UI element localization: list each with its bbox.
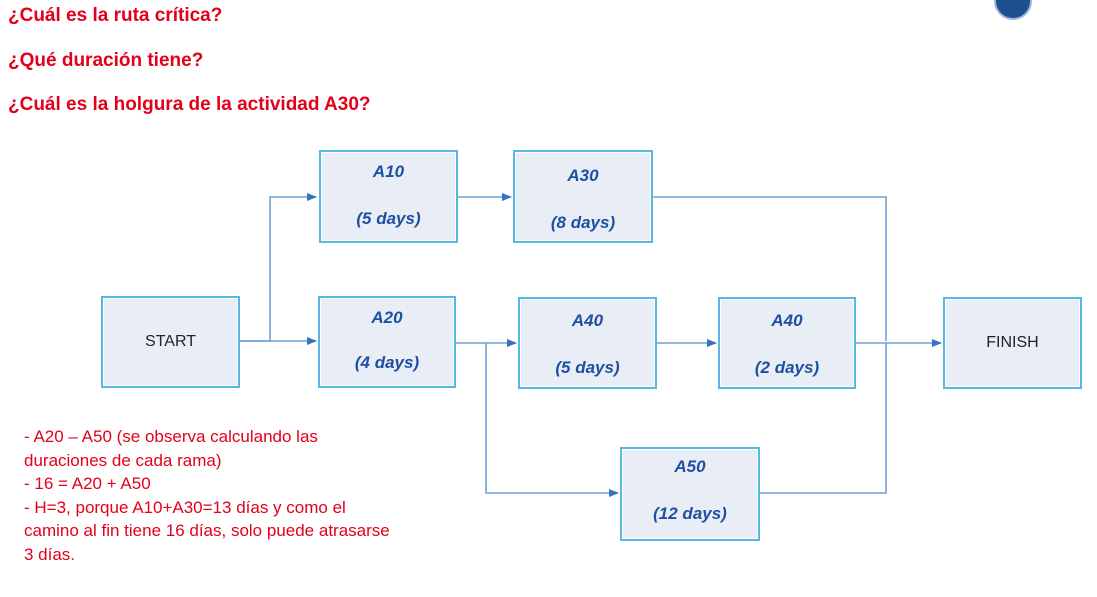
activity-a40-second-duration: (2 days) <box>754 358 820 377</box>
question-duration: ¿Qué duración tiene? <box>8 50 204 71</box>
finish-label: FINISH <box>986 334 1039 351</box>
answer-line: camino al fin tiene 16 días, solo puede … <box>24 521 390 540</box>
answer-line: - A20 – A50 (se observa calculando las <box>24 427 318 446</box>
activity-a50-duration: (12 days) <box>653 504 727 523</box>
finish-node: FINISH <box>943 297 1082 389</box>
question-slack-a30: ¿Cuál es la holgura de la actividad A30? <box>8 94 371 115</box>
activity-a10: A10 (5 days) <box>319 150 458 243</box>
answer-line: 3 días. <box>24 544 76 564</box>
answer-line: duraciones de cada rama) <box>24 450 222 470</box>
activity-a40-first-name: A40 <box>571 311 604 330</box>
connector-a30-finish <box>653 196 887 341</box>
answer-line: - H=3, porque A10+A30=13 días y como el <box>24 497 346 517</box>
connector-a20-a50 <box>485 343 619 497</box>
question-critical-path: ¿Cuál es la ruta crítica? <box>8 5 223 26</box>
activity-a10-duration: (5 days) <box>356 209 421 228</box>
activity-a40-second: A40 (2 days) <box>718 297 856 389</box>
activity-a40-second-name: A40 <box>771 311 803 330</box>
activity-a30-duration: (8 days) <box>550 213 616 232</box>
answer-line: - 16 = A20 + A50 <box>24 474 151 493</box>
activity-a50-name: A50 <box>674 457 706 476</box>
answers-block: - A20 – A50 (se observa calculando las d… <box>24 425 474 566</box>
activity-a20: A20 (4 days) <box>318 296 456 388</box>
activity-a20-name: A20 <box>371 308 403 327</box>
activity-a30-name: A30 <box>567 166 599 185</box>
activity-a50: A50 (12 days) <box>620 447 760 541</box>
activity-a20-duration: (4 days) <box>354 353 420 372</box>
activity-a40-first: A40 (5 days) <box>518 297 657 389</box>
university-logo <box>994 0 1089 20</box>
activity-a30: A30 (8 days) <box>513 150 653 243</box>
activity-a40-first-duration: (5 days) <box>555 358 620 377</box>
connector-a50-finish <box>760 343 887 494</box>
connector-start-a10 <box>240 193 317 342</box>
start-label: START <box>145 333 196 350</box>
start-node: START <box>101 296 240 388</box>
activity-a10-name: A10 <box>372 162 405 181</box>
